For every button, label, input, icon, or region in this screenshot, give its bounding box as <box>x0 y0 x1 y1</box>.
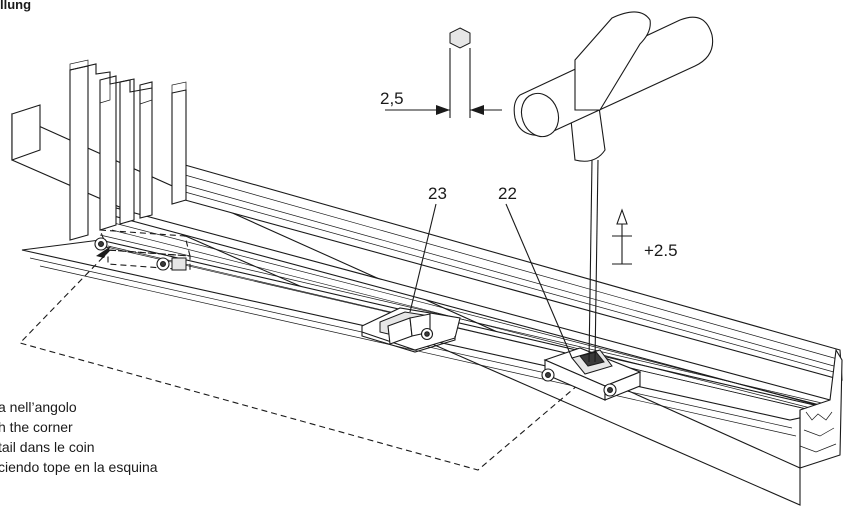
instruction-line: ciendo tope en la esquina <box>0 459 158 475</box>
part-23-clip <box>361 307 461 353</box>
label-dimension: 2,5 <box>380 89 404 108</box>
corner-insert <box>94 229 191 271</box>
instruction-line: h the corner <box>0 419 73 435</box>
instruction-text: a nell’angolo h the corner tail dans le … <box>0 399 158 475</box>
instruction-line: a nell’angolo <box>0 399 77 415</box>
profile-end-section <box>11 59 187 241</box>
lift-indicator <box>612 208 632 265</box>
label-lift: +2.5 <box>644 241 678 260</box>
instruction-line: tail dans le coin <box>0 439 95 455</box>
placement-path <box>18 246 579 471</box>
hex-key-tool <box>513 11 714 363</box>
leader-22 <box>505 203 573 359</box>
part-22-block <box>541 347 642 401</box>
hex-dimension-callout <box>385 27 502 118</box>
label-part-22: 22 <box>498 184 517 203</box>
heading-text: llung <box>0 0 31 12</box>
frame-profile <box>11 113 843 506</box>
label-part-23: 23 <box>428 184 447 203</box>
leader-23 <box>409 203 437 313</box>
